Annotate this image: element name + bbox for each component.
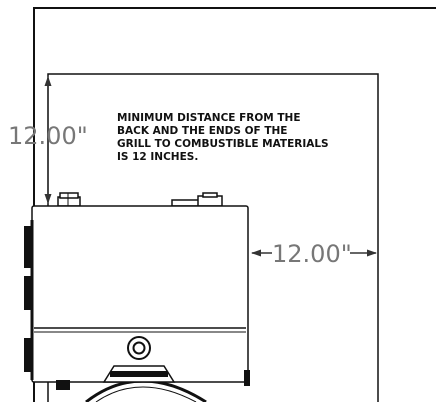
top-left-handle [57,192,81,207]
grill [24,192,250,402]
vertical-dimension-label: 12.00" [8,122,88,150]
vertical-dimension [44,76,52,204]
horizontal-dimension-label: 12.00" [272,240,352,268]
note-line-1: MINIMUM DISTANCE FROM THE [117,112,301,124]
note-line-4: IS 12 INCHES. [117,151,198,163]
clearance-note: MINIMUM DISTANCE FROM THE BACK AND THE E… [117,112,329,163]
top-right-handle [171,192,223,207]
grill-wheel-arc [85,379,207,402]
note-line-3: GRILL TO COMBUSTIBLE MATERIALS [117,138,329,150]
brand-badge [102,365,176,383]
side-panels [24,226,32,372]
horizontal-dimension [251,249,377,257]
note-line-2: BACK AND THE ENDS OF THE [117,125,287,137]
control-knob [127,336,151,360]
